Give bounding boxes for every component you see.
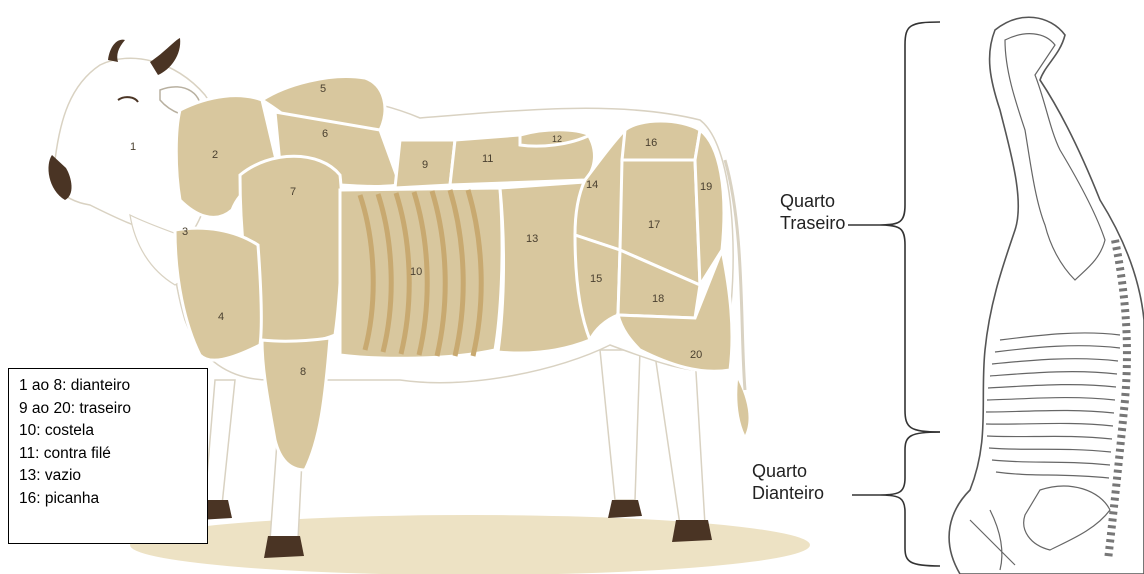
cut-number-11: 11: [482, 153, 493, 165]
legend-item: 1 ao 8: dianteiro: [19, 375, 197, 398]
hoof-front-right: [264, 536, 304, 558]
cut-number-4: 4: [218, 311, 224, 323]
cut-region-16: [622, 121, 700, 160]
cut-number-18: 18: [652, 293, 664, 305]
cut-number-2: 2: [212, 149, 218, 161]
brace-traseiro: [880, 22, 940, 432]
cut-number-16: 16: [645, 137, 657, 149]
legend-item: 13: vazio: [19, 465, 197, 488]
cut-number-14: 14: [586, 179, 598, 191]
cut-number-3: 3: [182, 226, 188, 238]
cut-number-8: 8: [300, 366, 306, 378]
legend-item: 10: costela: [19, 420, 197, 443]
cuts-legend: 1 ao 8: dianteiro 9 ao 20: traseiro 10: …: [8, 368, 208, 544]
cut-number-10: 10: [410, 266, 422, 278]
cut-number-5: 5: [320, 83, 326, 95]
cut-number-17: 17: [648, 219, 660, 231]
label-quarto-traseiro-line-1: Quarto: [780, 190, 845, 212]
cut-region-4: [175, 228, 261, 360]
label-quarto-dianteiro-line-1: Quarto: [752, 460, 824, 482]
legend-item: 11: contra filé: [19, 443, 197, 466]
label-quarto-traseiro-line-2: Traseiro: [780, 212, 845, 234]
legend-item: 16: picanha: [19, 488, 197, 511]
brace-dianteiro: [880, 432, 940, 566]
cut-number-15: 15: [590, 273, 602, 285]
carcass-illustration: [949, 17, 1144, 574]
cut-number-6: 6: [322, 128, 328, 140]
cut-number-20: 20: [690, 349, 702, 361]
hoof-back-left: [608, 500, 642, 518]
label-quarto-traseiro: Quarto Traseiro: [780, 190, 845, 234]
tail-tuft: [737, 380, 748, 435]
cut-number-7: 7: [290, 186, 296, 198]
cut-number-13: 13: [526, 233, 538, 245]
cut-number-1: 1: [130, 141, 136, 153]
cut-number-12: 12: [552, 134, 562, 144]
cut-number-9: 9: [422, 159, 428, 171]
label-quarto-dianteiro-line-2: Dianteiro: [752, 482, 824, 504]
hoof-back-right: [672, 520, 712, 542]
cut-number-19: 19: [700, 181, 712, 193]
cut-region-8: [262, 338, 330, 470]
label-quarto-dianteiro: Quarto Dianteiro: [752, 460, 824, 504]
legend-item: 9 ao 20: traseiro: [19, 398, 197, 421]
